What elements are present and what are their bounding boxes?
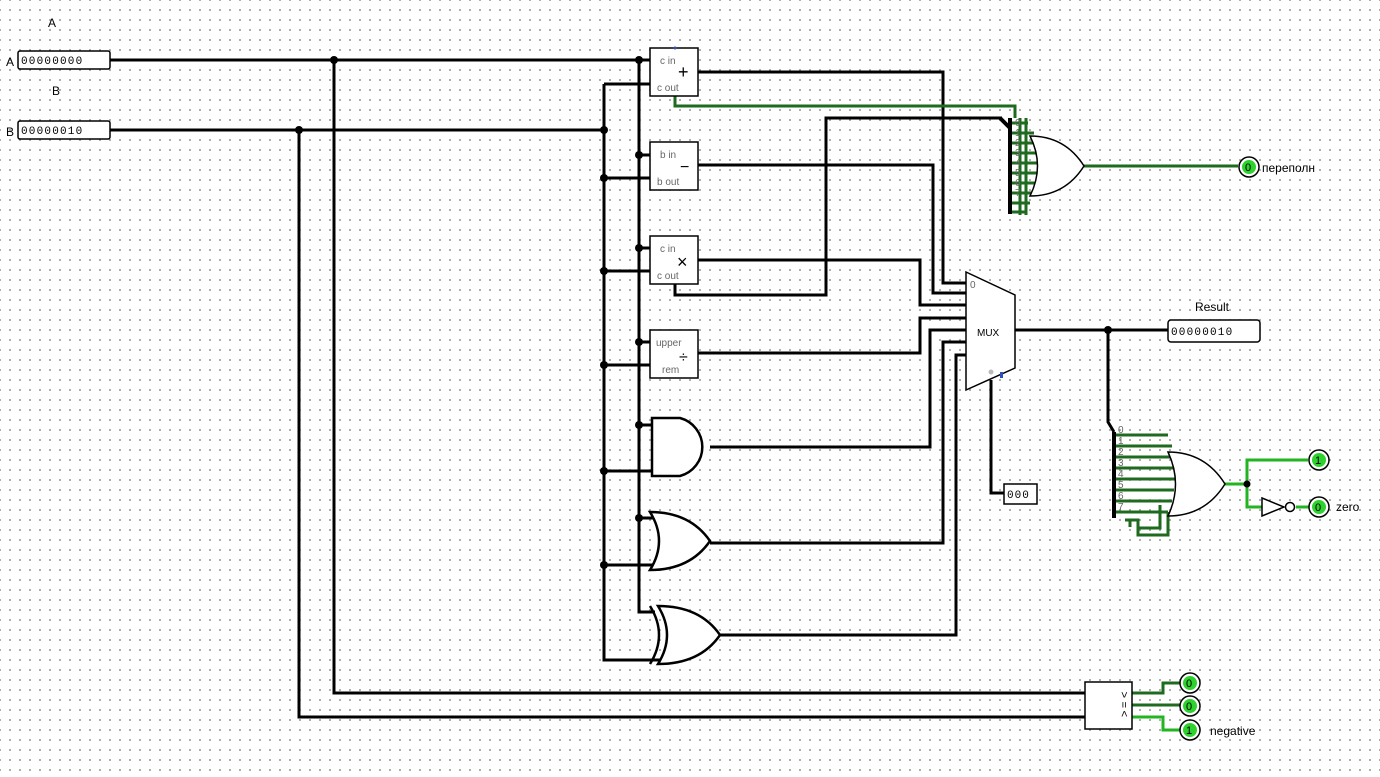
subtractor[interactable]: b in b out − bbox=[649, 141, 699, 191]
svg-text:<: < bbox=[1119, 692, 1131, 698]
svg-text:0: 0 bbox=[1315, 502, 1321, 514]
mux[interactable]: MUX 0 bbox=[965, 270, 1016, 392]
overflow-or-gate bbox=[1028, 135, 1085, 197]
overflow-led: 0 переполн bbox=[1238, 156, 1315, 178]
svg-text:1: 1 bbox=[1015, 128, 1021, 139]
svg-text:b in: b in bbox=[660, 150, 676, 161]
svg-text:0: 0 bbox=[1186, 701, 1192, 713]
splitter-bit-labels: 0 1 2 3 4 5 6 7 0 1 2 3 4 5 6 7 bbox=[1015, 118, 1124, 513]
svg-text:1: 1 bbox=[1118, 436, 1124, 447]
wires bbox=[110, 58, 1168, 719]
multiplier-symbol: × bbox=[677, 252, 688, 272]
svg-text:2: 2 bbox=[1118, 447, 1124, 458]
svg-text:4: 4 bbox=[1015, 158, 1021, 169]
result-output: Result 00000010 bbox=[1167, 300, 1261, 343]
svg-text:c in: c in bbox=[660, 56, 676, 67]
svg-text:0: 0 bbox=[1186, 678, 1192, 690]
divider[interactable]: upper rem ÷ bbox=[649, 329, 699, 379]
mux-label: MUX bbox=[977, 328, 1000, 339]
input-b-label: B bbox=[52, 84, 60, 98]
negative-label: negative bbox=[1210, 724, 1256, 738]
overflow-label: переполн bbox=[1262, 161, 1315, 175]
xor-gate[interactable] bbox=[648, 604, 722, 666]
svg-text:000: 000 bbox=[1007, 490, 1030, 502]
svg-text:7: 7 bbox=[1015, 188, 1021, 199]
svg-text:0: 0 bbox=[970, 280, 976, 291]
svg-text:7: 7 bbox=[1118, 502, 1124, 513]
green-wires bbox=[673, 95, 1310, 732]
result-label: Result bbox=[1195, 300, 1230, 314]
input-b[interactable]: B B 00000010 bbox=[6, 84, 111, 140]
gt-led: 0 bbox=[1179, 672, 1201, 694]
divider-symbol: ÷ bbox=[679, 349, 688, 366]
svg-text:3: 3 bbox=[1118, 458, 1124, 469]
input-a[interactable]: A A 00000000 bbox=[6, 16, 111, 70]
overflow-splitter-input bbox=[998, 116, 1012, 130]
svg-text:0: 0 bbox=[1118, 425, 1124, 436]
svg-text:c out: c out bbox=[657, 83, 679, 94]
and-gate[interactable] bbox=[650, 416, 704, 478]
svg-text:c out: c out bbox=[657, 271, 679, 282]
junctions bbox=[295, 56, 1251, 569]
svg-text:upper: upper bbox=[656, 338, 682, 349]
svg-text:=: = bbox=[1119, 702, 1131, 708]
select-output: 000 bbox=[1003, 483, 1038, 505]
adder[interactable]: c in c out + bbox=[649, 46, 699, 97]
zero-or-gate bbox=[1166, 451, 1226, 517]
zero-led: 0 zero bbox=[1308, 496, 1360, 518]
input-b-value: 00000010 bbox=[21, 126, 83, 138]
svg-text:2: 2 bbox=[1015, 138, 1021, 149]
svg-text:0: 0 bbox=[1015, 118, 1021, 129]
svg-text:5: 5 bbox=[1015, 168, 1021, 179]
subtractor-symbol: − bbox=[680, 159, 689, 176]
svg-text:1: 1 bbox=[1315, 455, 1321, 467]
result-value: 00000010 bbox=[1171, 327, 1233, 339]
negative-led: 1 negative bbox=[1179, 719, 1256, 741]
input-b-pin-label: B bbox=[6, 125, 14, 139]
zero-label: zero bbox=[1336, 500, 1360, 514]
svg-text:6: 6 bbox=[1015, 178, 1021, 189]
comparator[interactable]: > = < bbox=[1084, 681, 1133, 730]
not-gate bbox=[1261, 496, 1296, 518]
eq-led: 0 bbox=[1179, 695, 1201, 717]
svg-text:rem: rem bbox=[662, 365, 679, 376]
svg-text:0: 0 bbox=[1245, 162, 1251, 174]
svg-text:5: 5 bbox=[1118, 480, 1124, 491]
svg-text:>: > bbox=[1119, 711, 1131, 717]
input-a-label: A bbox=[48, 16, 56, 30]
svg-text:b out: b out bbox=[657, 177, 679, 188]
adder-symbol: + bbox=[678, 62, 689, 82]
svg-text:6: 6 bbox=[1118, 491, 1124, 502]
svg-text:c in: c in bbox=[660, 244, 676, 255]
svg-text:3: 3 bbox=[1015, 148, 1021, 159]
multiplier[interactable]: c in c out × bbox=[649, 235, 699, 285]
input-a-value: 00000000 bbox=[21, 56, 83, 68]
or-gate[interactable] bbox=[647, 510, 712, 572]
svg-text:1: 1 bbox=[1186, 725, 1192, 737]
svg-text:4: 4 bbox=[1118, 469, 1124, 480]
or-output-led: 1 bbox=[1308, 449, 1330, 471]
input-a-pin-label: A bbox=[6, 55, 14, 69]
